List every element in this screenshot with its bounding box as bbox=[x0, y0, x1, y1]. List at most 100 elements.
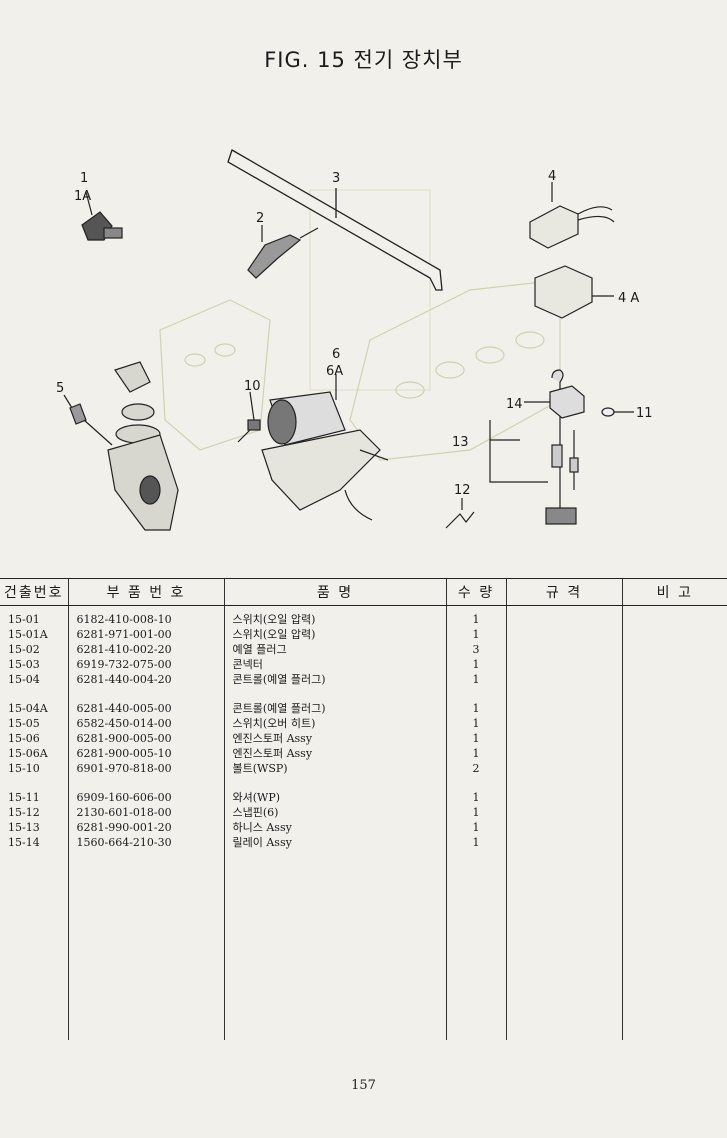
cell-name: 엔진스토퍼 Assy bbox=[223, 746, 446, 761]
header-remarks: 비 고 bbox=[621, 578, 727, 606]
engine-stopper bbox=[261, 374, 389, 521]
cell-qty: 3 bbox=[445, 642, 506, 657]
cell-part: 6281-990-001-20 bbox=[67, 820, 224, 835]
cell-remarks bbox=[621, 672, 727, 687]
cell-qty: 1 bbox=[445, 731, 506, 746]
cell-qty: 1 bbox=[445, 657, 506, 672]
cell-no: 15-06 bbox=[8, 732, 40, 745]
cell-qty: 1 bbox=[445, 605, 506, 627]
cell-remarks bbox=[621, 761, 727, 776]
cell-remarks bbox=[621, 731, 727, 746]
table-header-row: 건출번호 부 품 번 호 품 명 수 량 규 격 비 고 bbox=[0, 578, 727, 606]
cell-remarks bbox=[621, 746, 727, 761]
cell-name: 와셔(WP) bbox=[223, 790, 446, 805]
callout-1: 1 bbox=[80, 171, 88, 186]
cell-qty: 1 bbox=[445, 835, 506, 850]
cell-no: 15-10 bbox=[8, 762, 40, 775]
cell-spec bbox=[505, 657, 622, 672]
cell-spec bbox=[505, 761, 622, 776]
parts-table: 건출번호 부 품 번 호 품 명 수 량 규 격 비 고 15-01 6182-4… bbox=[0, 578, 727, 1040]
cell-qty: 1 bbox=[445, 672, 506, 687]
cell-part: 6281-900-005-10 bbox=[67, 746, 224, 761]
cell-remarks bbox=[621, 605, 727, 627]
callout-14: 14 bbox=[506, 397, 523, 412]
cell-no: 15-02 bbox=[8, 643, 40, 656]
washer bbox=[601, 407, 634, 417]
spacer-row bbox=[0, 776, 727, 790]
callout-10: 10 bbox=[244, 379, 261, 394]
cell-part: 6281-440-005-00 bbox=[67, 701, 224, 716]
cell-no: 15-11 bbox=[8, 791, 40, 804]
cell-part: 1560-664-210-30 bbox=[67, 835, 224, 850]
oil-pressure-switch bbox=[81, 191, 123, 241]
cell-spec bbox=[505, 701, 622, 716]
cell-qty: 2 bbox=[445, 761, 506, 776]
cell-name: 스위치(오버 히트) bbox=[223, 716, 446, 731]
cell-name: 스위치(오일 압력) bbox=[223, 627, 446, 642]
cell-no: 15-13 bbox=[8, 821, 40, 834]
page-number: 157 bbox=[351, 1078, 376, 1093]
header-spec: 규 격 bbox=[505, 578, 622, 606]
cell-no: 15-06A bbox=[8, 747, 48, 760]
cell-qty: 1 bbox=[445, 746, 506, 761]
cell-qty: 1 bbox=[445, 627, 506, 642]
cell-remarks bbox=[621, 716, 727, 731]
callout-2: 2 bbox=[256, 211, 264, 226]
connector-plate bbox=[227, 149, 443, 291]
cell-no: 15-04 bbox=[8, 673, 40, 686]
cell-remarks bbox=[621, 701, 727, 716]
empty-filler-row bbox=[0, 850, 727, 1040]
cell-name: 릴레이 Assy bbox=[223, 835, 446, 850]
glow-plug bbox=[247, 225, 319, 279]
cell-remarks bbox=[621, 805, 727, 820]
cell-spec bbox=[505, 627, 622, 642]
cell-part: 6909-160-606-00 bbox=[67, 790, 224, 805]
cell-name: 스냅핀(6) bbox=[223, 805, 446, 820]
cell-remarks bbox=[621, 627, 727, 642]
cell-part: 6281-900-005-00 bbox=[67, 731, 224, 746]
cell-spec bbox=[505, 790, 622, 805]
cell-part: 2130-601-018-00 bbox=[67, 805, 224, 820]
cell-no: 15-05 bbox=[8, 717, 40, 730]
bolt bbox=[237, 391, 261, 443]
cell-qty: 1 bbox=[445, 716, 506, 731]
header-item-no: 건출번호 bbox=[0, 578, 68, 606]
cell-remarks bbox=[621, 657, 727, 672]
cell-name: 예열 플러그 bbox=[223, 642, 446, 657]
cell-name: 엔진스토퍼 Assy bbox=[223, 731, 446, 746]
cell-part: 6182-410-008-10 bbox=[67, 605, 224, 627]
callout-5: 5 bbox=[56, 381, 64, 396]
cell-name: 콘트롤(예열 플러그) bbox=[223, 701, 446, 716]
snap-pin bbox=[445, 498, 475, 529]
cell-part: 6281-440-004-20 bbox=[67, 672, 224, 687]
cell-name: 콘트롤(예열 플러그) bbox=[223, 672, 446, 687]
parts-diagram: 1 1A 2 3 4 4 A 5 bbox=[56, 149, 653, 531]
cell-qty: 1 bbox=[445, 805, 506, 820]
cell-spec bbox=[505, 835, 622, 850]
spacer-row bbox=[0, 687, 727, 701]
cell-remarks bbox=[621, 790, 727, 805]
cell-no: 15-01A bbox=[8, 628, 48, 641]
cell-no: 15-01 bbox=[8, 613, 40, 626]
cell-name: 콘넥터 bbox=[223, 657, 446, 672]
cell-qty: 1 bbox=[445, 790, 506, 805]
cell-remarks bbox=[621, 835, 727, 850]
callout-12: 12 bbox=[454, 483, 471, 498]
callout-3: 3 bbox=[332, 171, 340, 186]
cell-name: 하니스 Assy bbox=[223, 820, 446, 835]
cell-no: 15-12 bbox=[8, 806, 40, 819]
header-part-number: 부 품 번 호 bbox=[67, 578, 224, 606]
